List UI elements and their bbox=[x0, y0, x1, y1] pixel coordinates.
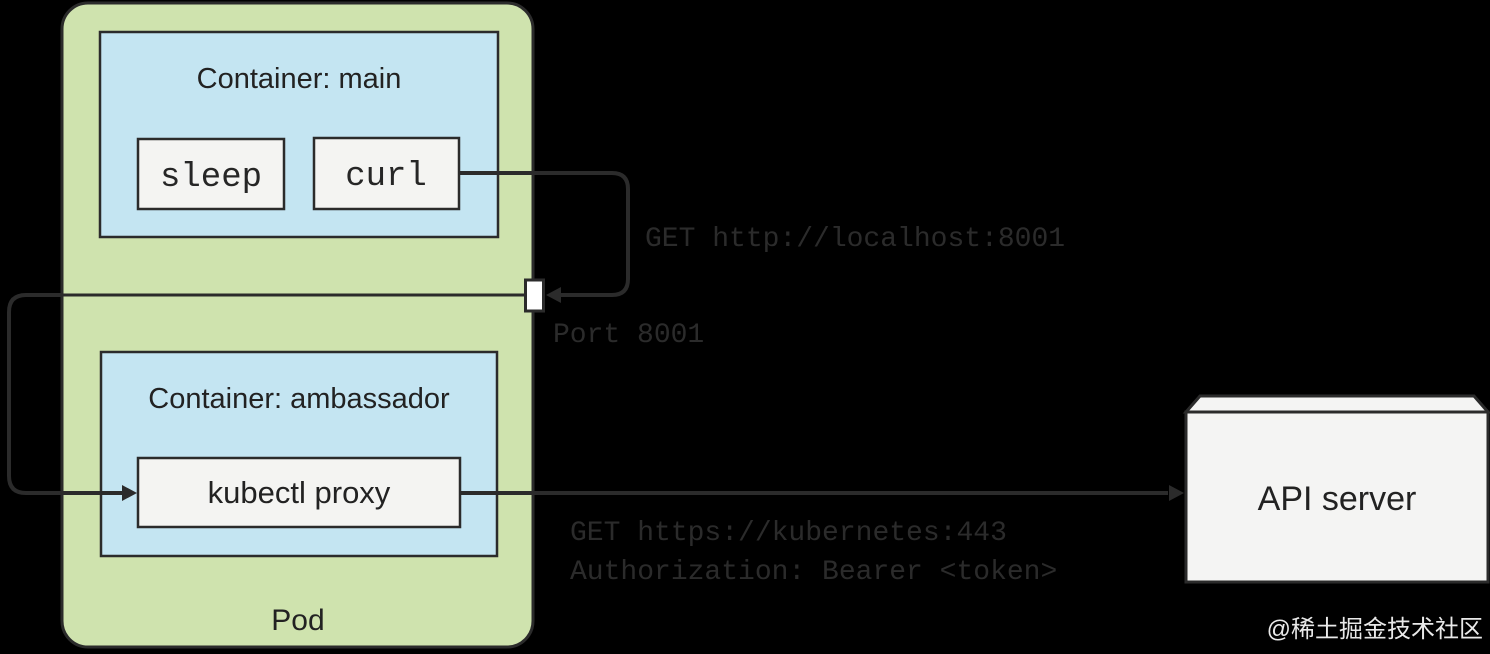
sleep-process-label: sleep bbox=[160, 159, 262, 197]
port-annotation: Port 8001 bbox=[553, 320, 704, 351]
proxy-to-api-server-arrowhead bbox=[1169, 485, 1184, 501]
port-to-ambassador-arrowhead bbox=[122, 485, 137, 501]
port-to-ambassador-wire bbox=[7, 293, 122, 495]
curl-to-port-wire bbox=[459, 171, 630, 297]
proxy-request-annotation: GET https://kubernetes:443 bbox=[570, 518, 1007, 549]
curl-process-label: curl bbox=[345, 158, 427, 196]
curl-request-annotation: GET http://localhost:8001 bbox=[645, 224, 1065, 255]
container-main-label: Container: main bbox=[197, 63, 402, 95]
curl-process-box bbox=[312, 136, 461, 211]
juejin-watermark: @稀土掘金技术社区 bbox=[1267, 616, 1483, 643]
container-ambassador-label: Container: ambassador bbox=[148, 383, 450, 415]
proxy-auth-annotation: Authorization: Bearer <token> bbox=[570, 557, 1057, 588]
api-server-box bbox=[1184, 410, 1490, 584]
pod-label: Pod bbox=[271, 604, 324, 637]
api-server-box-top bbox=[1182, 394, 1490, 414]
sleep-process-box bbox=[136, 137, 286, 211]
api-server-label: API server bbox=[1258, 480, 1417, 518]
kubectl-proxy-label: kubectl proxy bbox=[208, 475, 391, 510]
curl-to-port-arrowhead bbox=[546, 287, 561, 303]
pod-port-8001 bbox=[524, 278, 545, 313]
